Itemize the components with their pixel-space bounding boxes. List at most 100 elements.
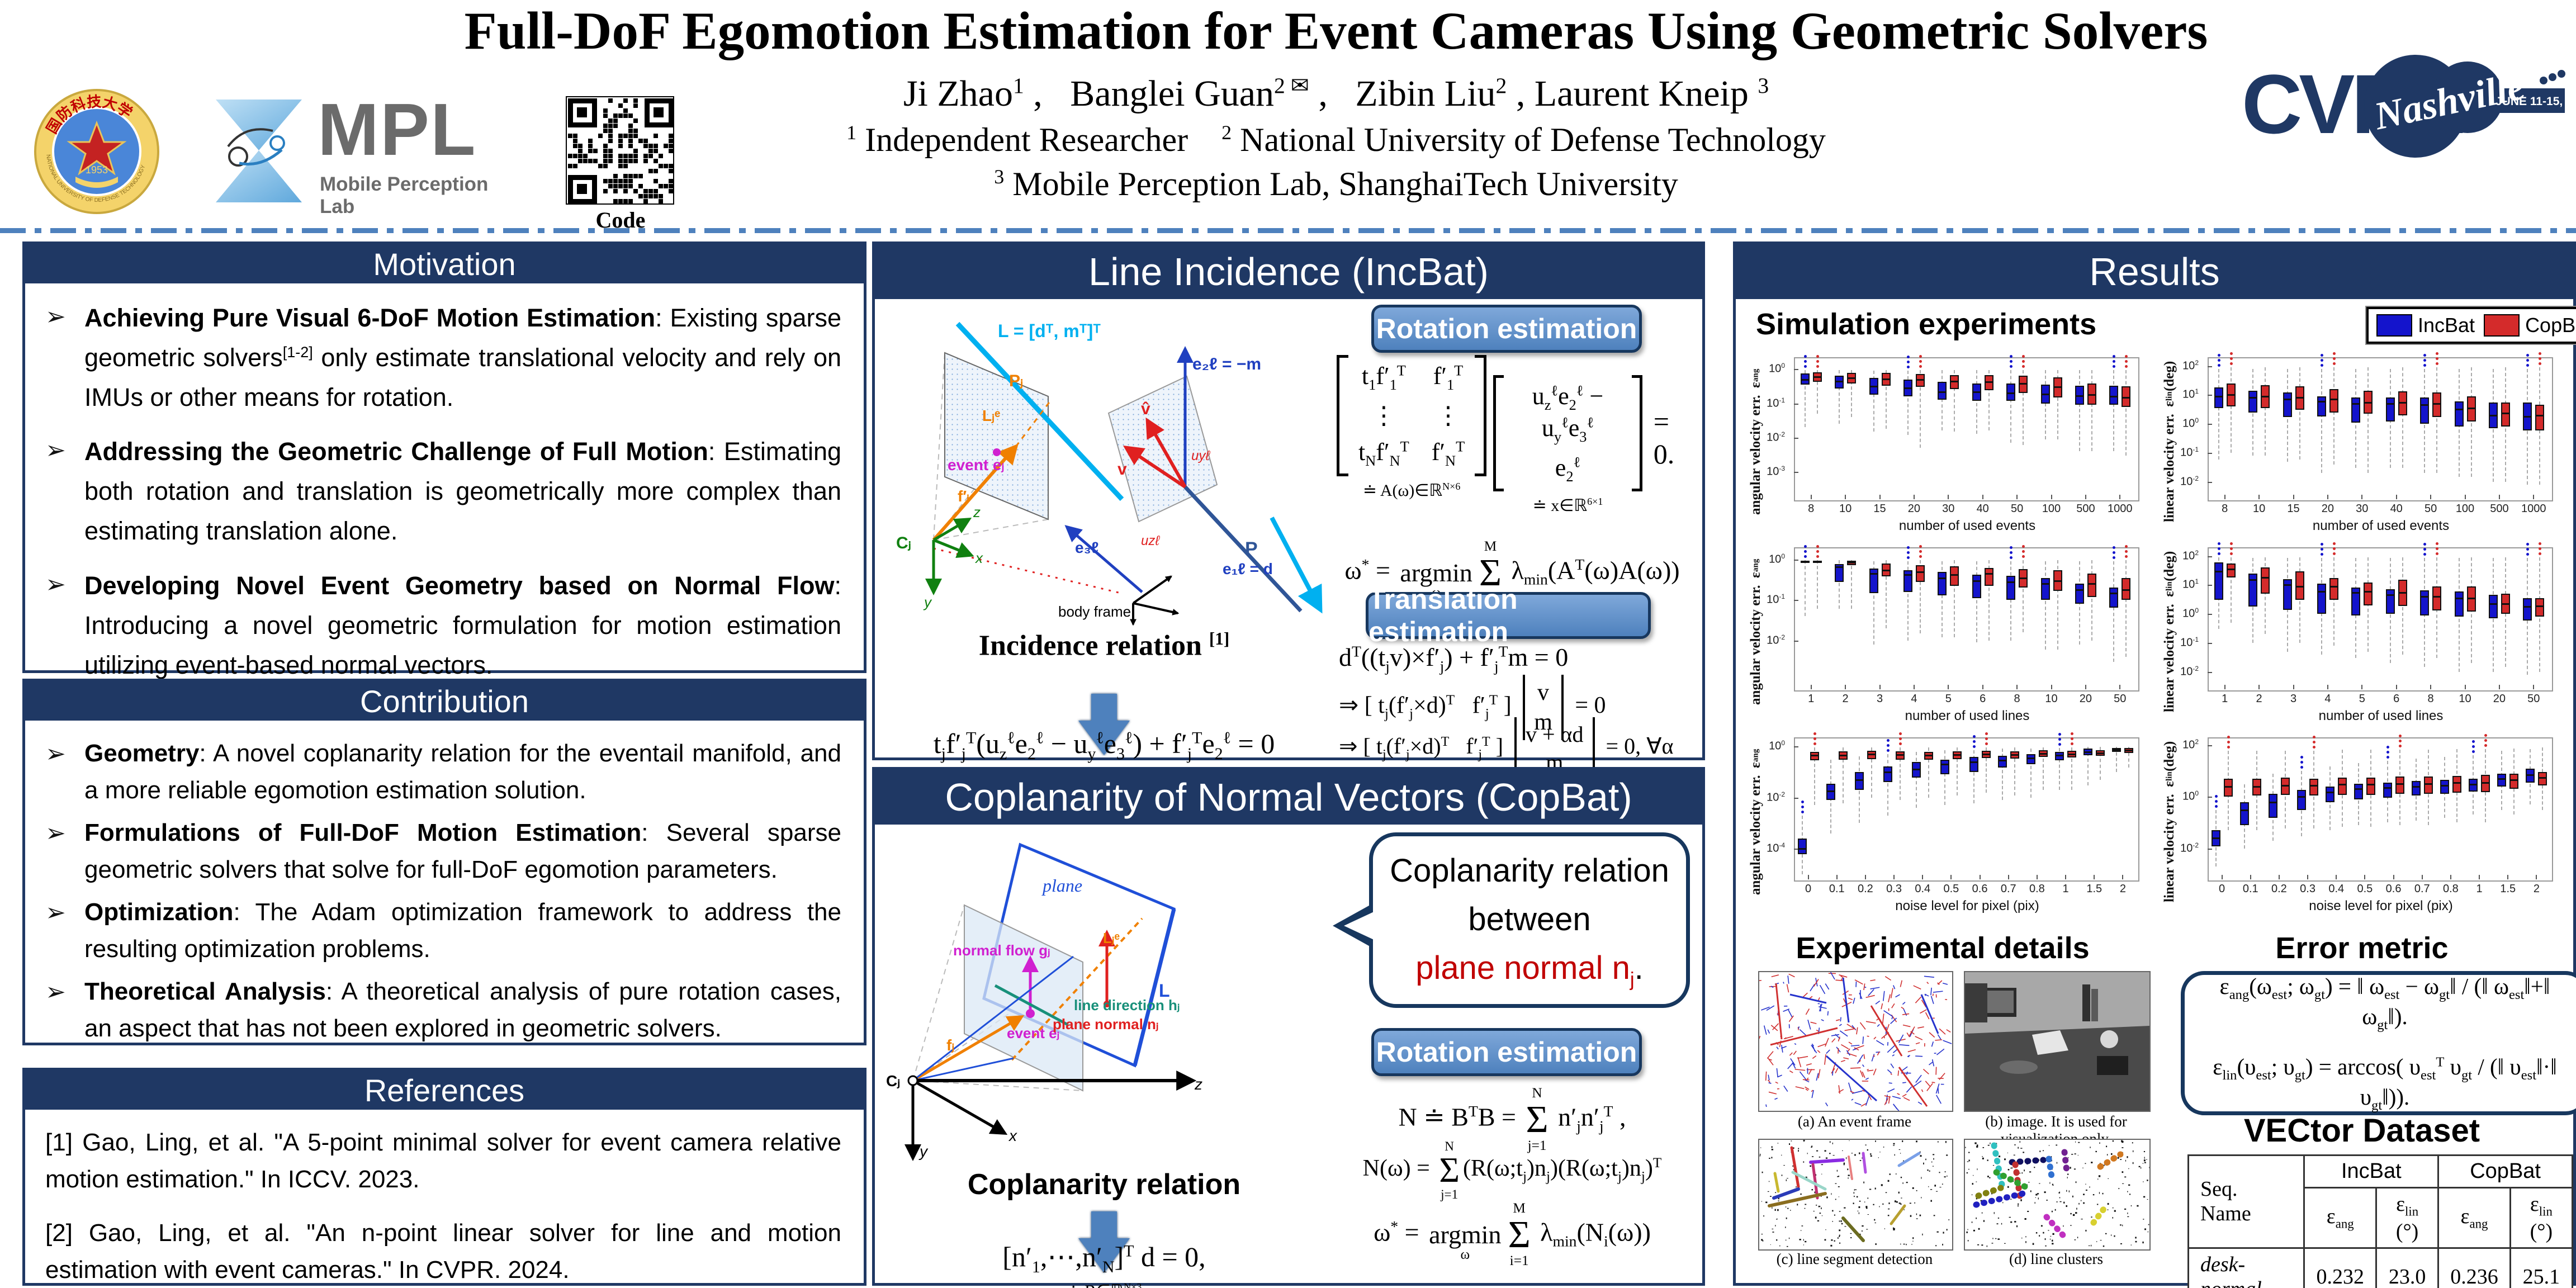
x-tick-mark <box>2036 875 2038 879</box>
speckle <box>2044 1238 2046 1240</box>
mpl-lab-logo: MPL Mobile Perception Lab <box>206 88 524 217</box>
event-stroke <box>1770 986 1774 988</box>
event-stroke <box>1939 1073 1945 1081</box>
references-body: [1] Gao, Ling, et al. "A 5-point minimal… <box>25 1110 864 1288</box>
cvpr-conference-logo: CVPR Nashville JUNE 11-15, 2025 <box>2242 34 2576 179</box>
speckle <box>1929 1170 1930 1172</box>
median-line <box>2214 570 2223 572</box>
monitor-screen <box>1983 991 2014 1013</box>
speckle <box>1765 1201 1768 1204</box>
speckle <box>1841 1223 1843 1225</box>
speckle <box>1839 1242 1841 1244</box>
outlier-dot <box>2229 542 2233 545</box>
y-tick-label: 10-2 <box>2180 474 2199 488</box>
speckle <box>1974 1142 1977 1144</box>
median-line <box>1984 572 1993 575</box>
underbrace-B: ≐ B∈ℝN×3 <box>1067 1281 1142 1288</box>
whisker <box>2230 367 2232 453</box>
cell-value: 23.0 <box>2375 1247 2440 1288</box>
qr-module <box>623 199 628 203</box>
x-tick-mark <box>2393 875 2394 879</box>
experimental-details-heading: Experimental details <box>1796 931 2090 965</box>
speckle <box>1923 1162 1924 1164</box>
event-stroke <box>1890 1073 1892 1076</box>
x-tick-mark <box>1982 495 1983 499</box>
outlier-dot <box>2010 359 2013 363</box>
qr-module <box>593 159 598 163</box>
outlier-dot <box>2125 545 2128 548</box>
speckle <box>2107 1209 2109 1210</box>
x-tick-label: 30 <box>1942 503 1955 515</box>
x-tick-label: 5 <box>2359 693 2365 705</box>
event-stroke <box>1824 1054 1826 1065</box>
median-line <box>2432 596 2442 598</box>
median-line <box>1812 376 1822 378</box>
speckle <box>1973 1229 1975 1232</box>
speckle <box>2071 1154 2073 1155</box>
whisker <box>1887 754 1889 816</box>
median-line <box>2252 785 2261 788</box>
median-line <box>2432 402 2442 405</box>
median-line <box>1881 378 1891 380</box>
speckle <box>1840 1220 1842 1223</box>
speckle <box>2132 1162 2134 1164</box>
speckle <box>1844 1207 1846 1209</box>
incbat-box <box>2523 598 2532 621</box>
median-line <box>2452 782 2461 784</box>
speckle <box>2024 1218 2026 1220</box>
label-v-hat: v̂ <box>1141 400 1150 418</box>
speckle <box>2137 1205 2139 1207</box>
whisker <box>1907 371 1909 435</box>
speckle <box>1825 1229 1826 1230</box>
x-tick-mark <box>2327 495 2328 499</box>
x-axis-label: number of used events <box>1898 518 2036 533</box>
whisker <box>2128 746 2130 768</box>
cluster-line <box>2097 1151 2124 1170</box>
speckle <box>1874 1219 1876 1221</box>
qr-module <box>628 124 633 128</box>
median-line <box>2523 605 2532 608</box>
incbat-box <box>2385 397 2395 422</box>
incbat-box <box>2440 780 2449 794</box>
speckle <box>1837 1237 1839 1239</box>
qr-module <box>613 189 618 193</box>
speckle <box>2014 1221 2016 1223</box>
outlier-dot <box>2229 552 2233 555</box>
outlier-dot <box>1887 744 1890 747</box>
median-line <box>2466 598 2476 600</box>
speckle <box>2007 1169 2010 1171</box>
cell-value: 0.236 <box>2437 1247 2511 1288</box>
x-tick-mark <box>2258 495 2260 499</box>
speckle <box>1829 1141 1831 1143</box>
speckle <box>2011 1167 2013 1169</box>
speckle <box>1803 1239 1804 1241</box>
bearing-f-prime <box>932 443 1019 541</box>
outlier-dot <box>2300 761 2304 764</box>
incbat-box <box>1972 575 1981 599</box>
speckle <box>2014 1144 2016 1146</box>
speckle <box>2114 1235 2115 1237</box>
speckle <box>1934 1185 1936 1187</box>
bullet-arrow-icon: ➢ <box>45 570 66 598</box>
x-tick-label: 20 <box>2079 693 2092 705</box>
speckle <box>1867 1214 1869 1215</box>
median-line <box>2122 589 2131 591</box>
speckle <box>2148 1224 2149 1225</box>
event-stroke <box>1811 1044 1817 1054</box>
detected-line <box>1862 1152 1867 1174</box>
qr-module <box>618 184 623 188</box>
speckle <box>1761 1233 1763 1235</box>
outlier-dot <box>2539 352 2542 355</box>
x-axis-label: number of used events <box>2312 518 2450 533</box>
event-stroke <box>1856 1027 1858 1035</box>
event-stroke <box>1931 1041 1934 1047</box>
outlier-dot <box>1919 555 1922 558</box>
event-stroke <box>1936 1095 1942 1104</box>
tray <box>2000 1060 2038 1074</box>
label-uy: uyℓ <box>1191 448 1210 463</box>
outlier-dot <box>2300 756 2304 759</box>
speckle <box>2068 1190 2070 1192</box>
x-tick-label: 6 <box>1980 693 1986 705</box>
detected-line <box>1897 1152 1921 1167</box>
qr-module <box>648 189 653 193</box>
